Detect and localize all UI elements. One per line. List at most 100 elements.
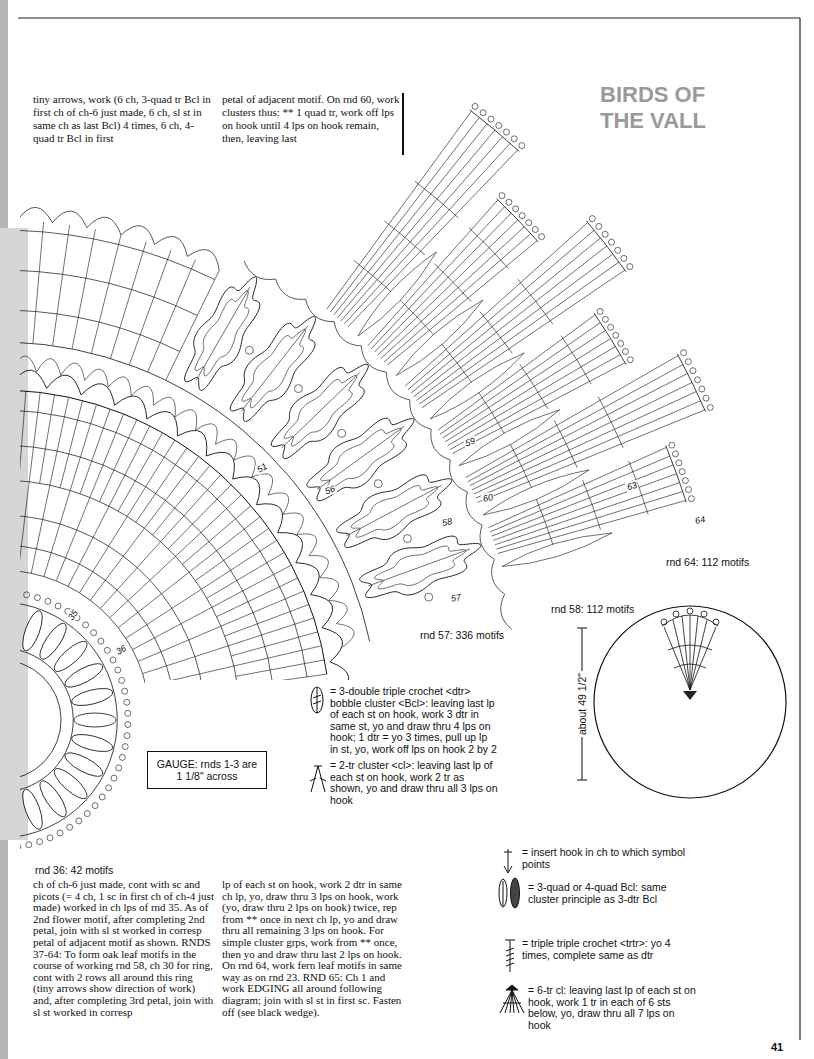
motif-count: rnd 58: 112 motifs xyxy=(551,603,634,615)
flower-petal xyxy=(74,713,116,727)
gauge-text: GAUGE: rnds 1-3 are 1 1/8" across xyxy=(156,758,258,782)
wedge-line xyxy=(682,616,690,690)
picot xyxy=(119,754,125,760)
picot xyxy=(513,206,519,212)
trtr-bar xyxy=(506,953,514,956)
picot xyxy=(673,451,679,457)
stitch-line xyxy=(490,456,670,532)
stitch-line xyxy=(40,395,55,484)
picot xyxy=(699,386,705,392)
stitch-line xyxy=(396,300,483,376)
scan-shade xyxy=(0,228,28,840)
picot xyxy=(15,844,21,850)
picot xyxy=(688,496,694,502)
picot xyxy=(425,593,433,601)
motif-count-box: rnd 58: 112 motifs xyxy=(549,603,636,615)
cluster-stroke xyxy=(512,990,524,1013)
stitch-line xyxy=(470,110,519,151)
bobble-outline xyxy=(311,687,323,713)
stitch-line xyxy=(502,533,612,567)
stitch-line xyxy=(371,207,505,349)
picot xyxy=(602,231,608,237)
round-number-box: 58 xyxy=(440,516,454,528)
picot xyxy=(673,611,679,617)
stitch-line xyxy=(348,150,518,327)
stitch-line xyxy=(480,312,513,354)
stitch-line xyxy=(561,336,591,384)
stitch-line xyxy=(381,227,525,359)
stitch-line xyxy=(410,400,431,429)
stitch-line xyxy=(13,342,370,641)
stitch-line xyxy=(341,137,503,321)
stitch-line xyxy=(178,430,207,456)
motif-count-box: rnd 36: 42 motifs xyxy=(33,864,115,876)
legend-entry: = 3-quad or 4-quad Bcl: same cluster pri… xyxy=(528,882,698,905)
cluster-stroke xyxy=(318,766,325,792)
picot xyxy=(615,247,621,253)
stitch-line xyxy=(374,546,465,589)
picot xyxy=(245,346,253,354)
black-wedge xyxy=(683,691,697,700)
picot xyxy=(472,103,478,109)
picot xyxy=(695,377,701,383)
stitch-line xyxy=(337,475,452,548)
stitch-line xyxy=(422,270,625,408)
picot xyxy=(34,595,40,601)
instruction-text-box: lp of each st on hook, work 2 dtr in sam… xyxy=(222,879,402,1018)
wedge-line xyxy=(690,627,716,690)
stitch-line xyxy=(493,474,676,541)
stitch-line xyxy=(483,470,589,515)
cluster-bar xyxy=(503,1003,521,1004)
stitch-line xyxy=(384,221,424,255)
stitch-line xyxy=(0,660,61,780)
stitch-line xyxy=(146,666,234,686)
stitch-line xyxy=(583,480,601,530)
hook-head xyxy=(504,866,512,873)
page-title-box: BIRDS OF xyxy=(600,82,705,108)
round-number: 51 xyxy=(255,461,269,475)
round-number-box: 51 xyxy=(254,461,269,476)
stitch-line xyxy=(498,501,686,554)
trtr-bar xyxy=(506,963,514,966)
stitch-line xyxy=(236,660,325,676)
stitch-line xyxy=(405,223,588,387)
stitch-line xyxy=(415,181,459,218)
legend-text: = triple triple crochet <trtr>: yo 4 tim… xyxy=(522,937,671,961)
stitch-line xyxy=(53,225,70,346)
stitch-line xyxy=(306,299,335,321)
stitch-line xyxy=(396,300,483,376)
stitch-line xyxy=(520,364,548,409)
legend-text: = 2-tr cluster <cl>: leaving last lp of … xyxy=(330,759,498,806)
picot xyxy=(374,480,382,488)
picot xyxy=(57,830,63,836)
bobble-outline xyxy=(499,879,507,907)
column-rule xyxy=(402,93,404,155)
motif-count-box: rnd 57: 336 motifs xyxy=(418,629,506,641)
stitch-line xyxy=(445,339,610,442)
instruction-text: tiny arrows, work (6 ch, 3-quad tr Bcl i… xyxy=(33,93,211,144)
stitch-line xyxy=(469,228,509,269)
wedge-sketch xyxy=(661,608,719,690)
stitch-line xyxy=(334,124,487,315)
wedge-line xyxy=(690,616,698,690)
stitch-line xyxy=(466,492,482,525)
stitch-line xyxy=(91,235,121,353)
round-number-box: 63 xyxy=(625,480,639,493)
stitch-line xyxy=(450,355,620,450)
stitch-line xyxy=(221,591,304,626)
picot xyxy=(338,429,346,437)
dimension-label-box: about 49 1/2" xyxy=(576,671,588,737)
stitch-line xyxy=(466,356,679,478)
stitch-line xyxy=(6,545,173,696)
picot xyxy=(119,677,125,683)
motif-count: rnd 36: 42 motifs xyxy=(35,864,113,876)
trtr-stroke xyxy=(510,940,511,972)
picot xyxy=(504,129,510,135)
stitch-line xyxy=(8,607,12,645)
stitch-line xyxy=(241,326,307,411)
stitch-line xyxy=(81,384,115,406)
stitch-line xyxy=(536,499,553,545)
picot xyxy=(106,785,112,791)
stitch-line xyxy=(278,533,303,563)
